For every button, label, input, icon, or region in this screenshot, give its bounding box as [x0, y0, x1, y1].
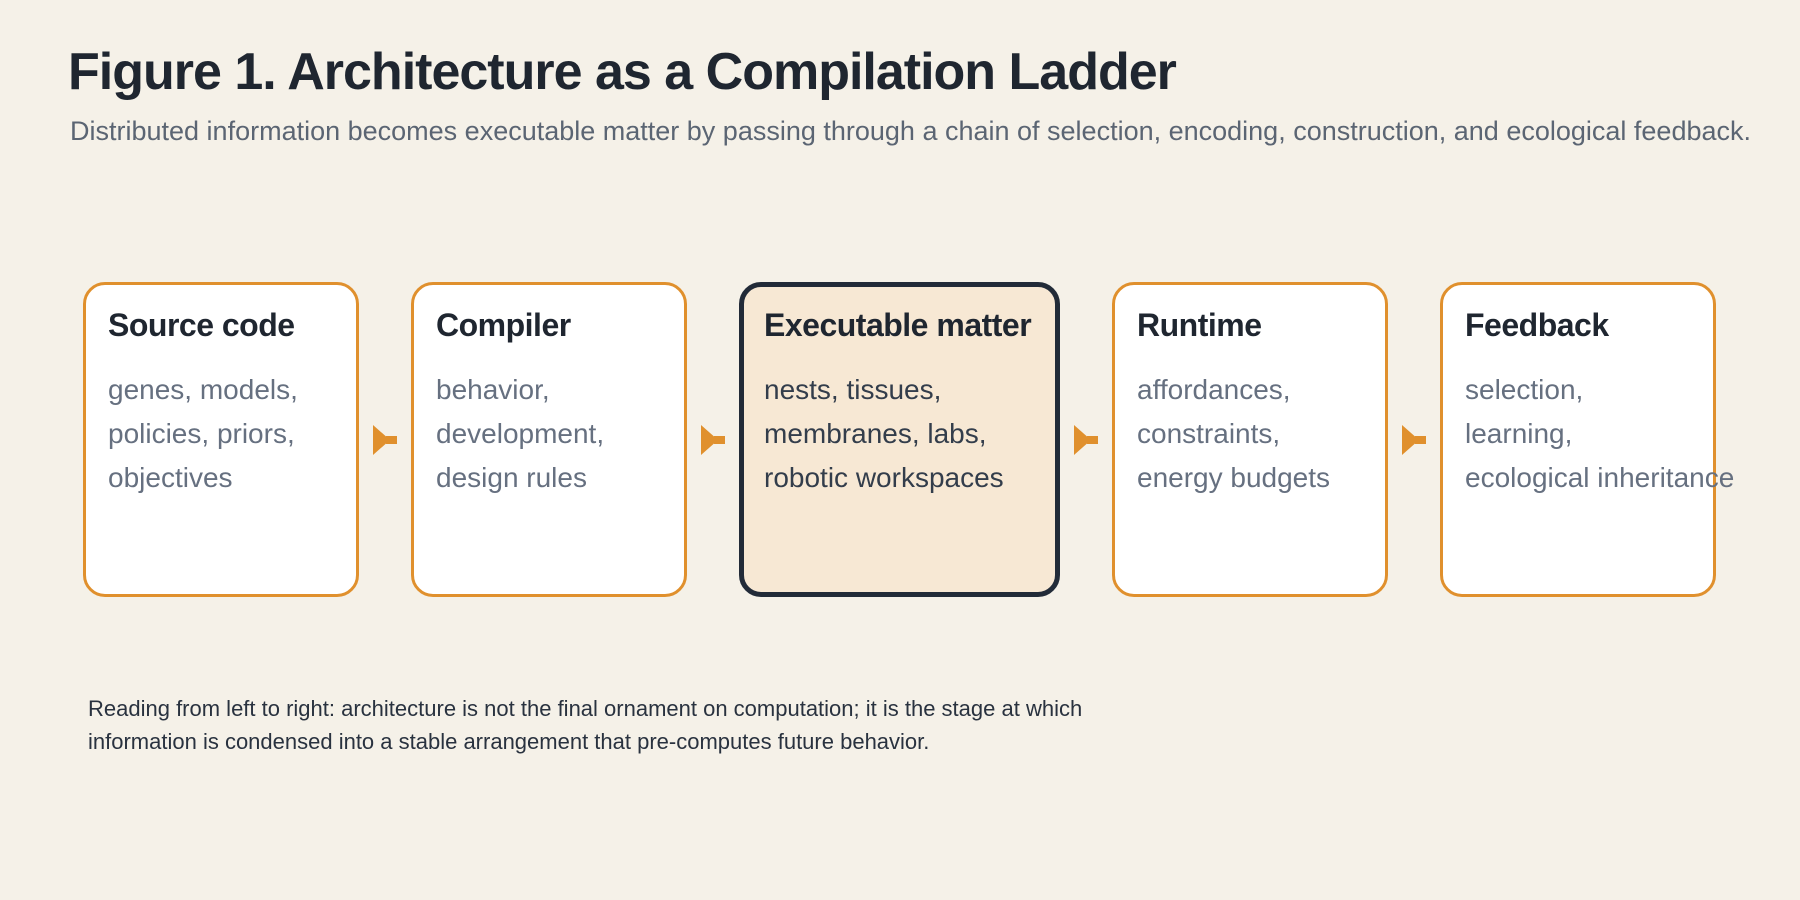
- stage-line: nests, tissues,: [764, 374, 942, 405]
- stage-line: behavior,: [436, 374, 550, 405]
- compilation-ladder: Source code genes, models, policies, pri…: [83, 282, 1735, 597]
- right-arrow-icon: [1074, 424, 1098, 455]
- stage-box-source-code: Source code genes, models, policies, pri…: [83, 282, 359, 597]
- stage-line: constraints,: [1137, 418, 1281, 449]
- right-arrow-icon: [373, 424, 397, 455]
- stage-box-runtime: Runtime affordances, constraints, energy…: [1112, 282, 1388, 597]
- stage-title: Feedback: [1465, 307, 1609, 343]
- caption-line: information is condensed into a stable a…: [88, 729, 930, 754]
- stage-title: Executable matter: [764, 307, 1032, 343]
- stage-box-executable-matter: Executable matter nests, tissues, membra…: [739, 282, 1060, 597]
- stage-line: design rules: [436, 462, 587, 493]
- flow-arrow: [1060, 282, 1112, 597]
- stage-line: learning,: [1465, 418, 1573, 449]
- flow-arrow: [1388, 282, 1440, 597]
- stage-line: development,: [436, 418, 605, 449]
- right-arrow-icon: [1402, 424, 1426, 455]
- caption-line: Reading from left to right: architecture…: [88, 696, 1083, 721]
- stage-line: objectives: [108, 462, 233, 493]
- stage-title: Runtime: [1137, 307, 1262, 343]
- figure-title: Figure 1. Architecture as a Compilation …: [68, 43, 1177, 101]
- right-arrow-icon: [701, 424, 725, 455]
- stage-line: energy budgets: [1137, 462, 1331, 493]
- stage-title: Compiler: [436, 307, 571, 343]
- flow-arrow: [359, 282, 411, 597]
- stage-line: selection,: [1465, 374, 1584, 405]
- flow-arrow: [687, 282, 739, 597]
- stage-line: ecological inheritance: [1465, 462, 1735, 493]
- stage-line: robotic workspaces: [764, 462, 1004, 493]
- stage-line: affordances,: [1137, 374, 1291, 405]
- stage-box-compiler: Compiler behavior, development, design r…: [411, 282, 687, 597]
- stage-line: membranes, labs,: [764, 418, 987, 449]
- figure-subtitle: Distributed information becomes executab…: [70, 116, 1751, 146]
- figure-caption: Reading from left to right: architecture…: [88, 692, 1082, 758]
- stage-box-feedback: Feedback selection, learning, ecological…: [1440, 282, 1735, 597]
- stage-line: genes, models,: [108, 374, 298, 405]
- stage-title: Source code: [108, 307, 295, 343]
- stage-line: policies, priors,: [108, 418, 295, 449]
